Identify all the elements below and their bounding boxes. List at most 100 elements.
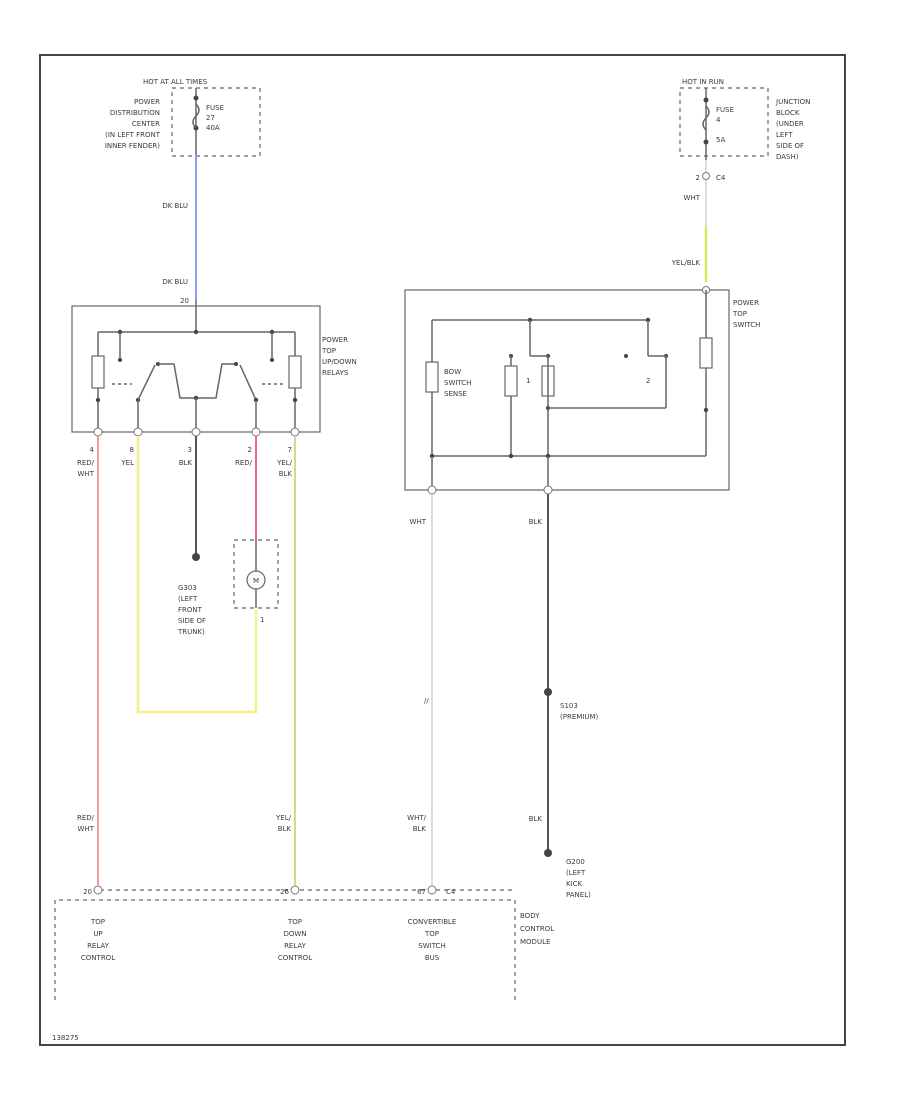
fuse-right-fuse-3: 5A	[716, 136, 725, 144]
ground-trunk-1: G303	[178, 584, 197, 592]
bottom-wire-right-2: BLK	[413, 825, 427, 833]
fuse-right-loc-6: DASH)	[776, 153, 799, 161]
bcm-func-2-1: TOP	[287, 918, 302, 926]
bcm-func-3-1: CONVERTIBLE	[408, 918, 457, 926]
fuse-right-header: HOT IN RUN	[682, 78, 724, 86]
wire-blk-lower: BLK	[529, 815, 543, 823]
fuse-left-box	[171, 87, 261, 157]
relay-pin-7-color-1: YEL/	[276, 459, 293, 467]
bcm-func-2-2: DOWN	[283, 930, 306, 938]
switch-label-1: POWER	[733, 299, 759, 307]
ground-trunk-5: TRUNK)	[177, 628, 205, 636]
ground-kick-2: (LEFT	[566, 869, 586, 877]
bottom-wire-left-2: WHT	[78, 825, 95, 833]
bcm-connector: C4	[446, 888, 456, 896]
bcm-box	[54, 899, 516, 1000]
fuse-left-loc-2: DISTRIBUTION	[110, 109, 160, 117]
fuse-symbol-icon	[192, 103, 200, 129]
relay-coil-left-icon	[91, 355, 105, 389]
switch-label-2: TOP	[732, 310, 747, 318]
switch-label-3: SWITCH	[733, 321, 760, 329]
bcm-func-2-4: CONTROL	[278, 954, 312, 962]
top-motor: M 1	[233, 539, 279, 624]
switch-pin-blk: BLK	[529, 518, 543, 526]
bcm-func-3-3: SWITCH	[418, 942, 445, 950]
fuse-right-loc-2: BLOCK	[776, 109, 800, 117]
bow-sensor-1: BOW	[444, 368, 461, 376]
ground-trunk-icon	[192, 553, 200, 561]
bcm-label-3: MODULE	[520, 938, 550, 946]
relay-pin-3: 3	[188, 446, 192, 454]
splice-icon	[544, 688, 552, 696]
power-top-relays: POWER TOP UP/DOWN RELAYS	[71, 300, 357, 437]
relay-pin-2-color: RED/	[235, 459, 253, 467]
ground-trunk-4: SIDE OF	[178, 617, 206, 625]
relay-pin-4-color-2: WHT	[78, 470, 95, 478]
fuse-left-fuse-3: 40A	[206, 124, 220, 132]
fuse-right-loc-5: SIDE OF	[776, 142, 804, 150]
relay-pin-8: 8	[130, 446, 134, 454]
fuse-right-fuse-1: FUSE	[716, 106, 734, 114]
bcm-func-1-1: TOP	[90, 918, 105, 926]
relay-pin-8-color: YEL	[120, 459, 134, 467]
bcm-pin-67: 67	[417, 888, 426, 896]
fuse-right-loc-4: LEFT	[776, 131, 793, 139]
bow-sensor-3: SENSE	[444, 390, 467, 398]
fuse-right-loc-1: JUNCTION	[775, 98, 810, 106]
bcm-func-2-3: RELAY	[284, 942, 307, 950]
wire-dk-blu-label-lower: DK BLU	[162, 278, 188, 286]
ground-trunk-3: FRONT	[178, 606, 203, 614]
fuse-symbol-right-icon	[702, 105, 710, 131]
ground-trunk-2: (LEFT	[178, 595, 198, 603]
fuse-right-box	[679, 87, 769, 157]
relay-top-pin: 20	[180, 297, 189, 305]
fuse-left-loc-5: INNER FENDER)	[105, 142, 160, 150]
relay-pin-7: 7	[288, 446, 292, 454]
wire-wht-break: //	[424, 697, 429, 705]
relay-pin-3-color: BLK	[179, 459, 193, 467]
switch-box	[404, 289, 730, 491]
ground-kick-icon	[544, 849, 552, 857]
relay-pin-4-color-1: RED/	[77, 459, 95, 467]
motor-letter: M	[253, 577, 259, 585]
splice-1: S103	[560, 702, 578, 710]
fuse-left-loc-3: CENTER	[132, 120, 160, 128]
relay-pin-7-color-2: BLK	[279, 470, 293, 478]
relay-switch-right-icon	[239, 364, 257, 401]
bottom-wire-right-1: WHT/	[407, 814, 426, 822]
diagram-code: 138275	[52, 1034, 79, 1042]
bow-sensor-icon	[425, 361, 439, 393]
relay-pin-4: 4	[90, 446, 95, 454]
relay-switch-left-icon	[137, 364, 156, 401]
wire-dk-blu-label-upper: DK BLU	[162, 202, 188, 210]
switch-2-label: 2	[646, 377, 650, 385]
bcm-label-2: CONTROL	[520, 925, 554, 933]
bcm-pin-26: 26	[280, 888, 289, 896]
bcm-func-1-2: UP	[93, 930, 102, 938]
switch-pin-wht: WHT	[410, 518, 427, 526]
switch-1-label: 1	[526, 377, 530, 385]
relays-label-2: TOP	[321, 347, 336, 355]
relays-label-4: RELAYS	[322, 369, 349, 377]
ground-kick-4: PANEL)	[566, 891, 591, 899]
body-control-module: 20 26 67 C4 BODY CONTROL MODULE TOP UP R…	[54, 885, 554, 1000]
fuse-right: HOT IN RUN FUSE 4 5A JUNCTION BLOCK (UND…	[679, 78, 810, 182]
fuse-left: HOT AT ALL TIMES FUSE 27 40A POWER DISTR…	[105, 78, 261, 157]
power-top-switch: POWER TOP SWITCH BOW SWITCH SENSE 1 2	[404, 286, 760, 495]
bow-sensor-2: SWITCH	[444, 379, 471, 387]
bcm-func-1-4: CONTROL	[81, 954, 115, 962]
diagram-frame	[39, 54, 846, 1046]
relay-coil-right-icon	[288, 355, 302, 389]
wire-yel	[136, 436, 258, 714]
bcm-func-3-2: TOP	[424, 930, 439, 938]
fuse-left-loc-1: POWER	[134, 98, 160, 106]
fuse-left-fuse-1: FUSE	[206, 104, 224, 112]
fuse-right-fuse-2: 4	[716, 116, 721, 124]
fuse-left-fuse-2: 27	[206, 114, 215, 122]
relays-label-1: POWER	[322, 336, 348, 344]
bcm-func-3-4: BUS	[425, 954, 440, 962]
bcm-func-1-3: RELAY	[87, 942, 110, 950]
fuse-left-header: HOT AT ALL TIMES	[143, 78, 208, 86]
bottom-wire-center-1: YEL/	[275, 814, 292, 822]
